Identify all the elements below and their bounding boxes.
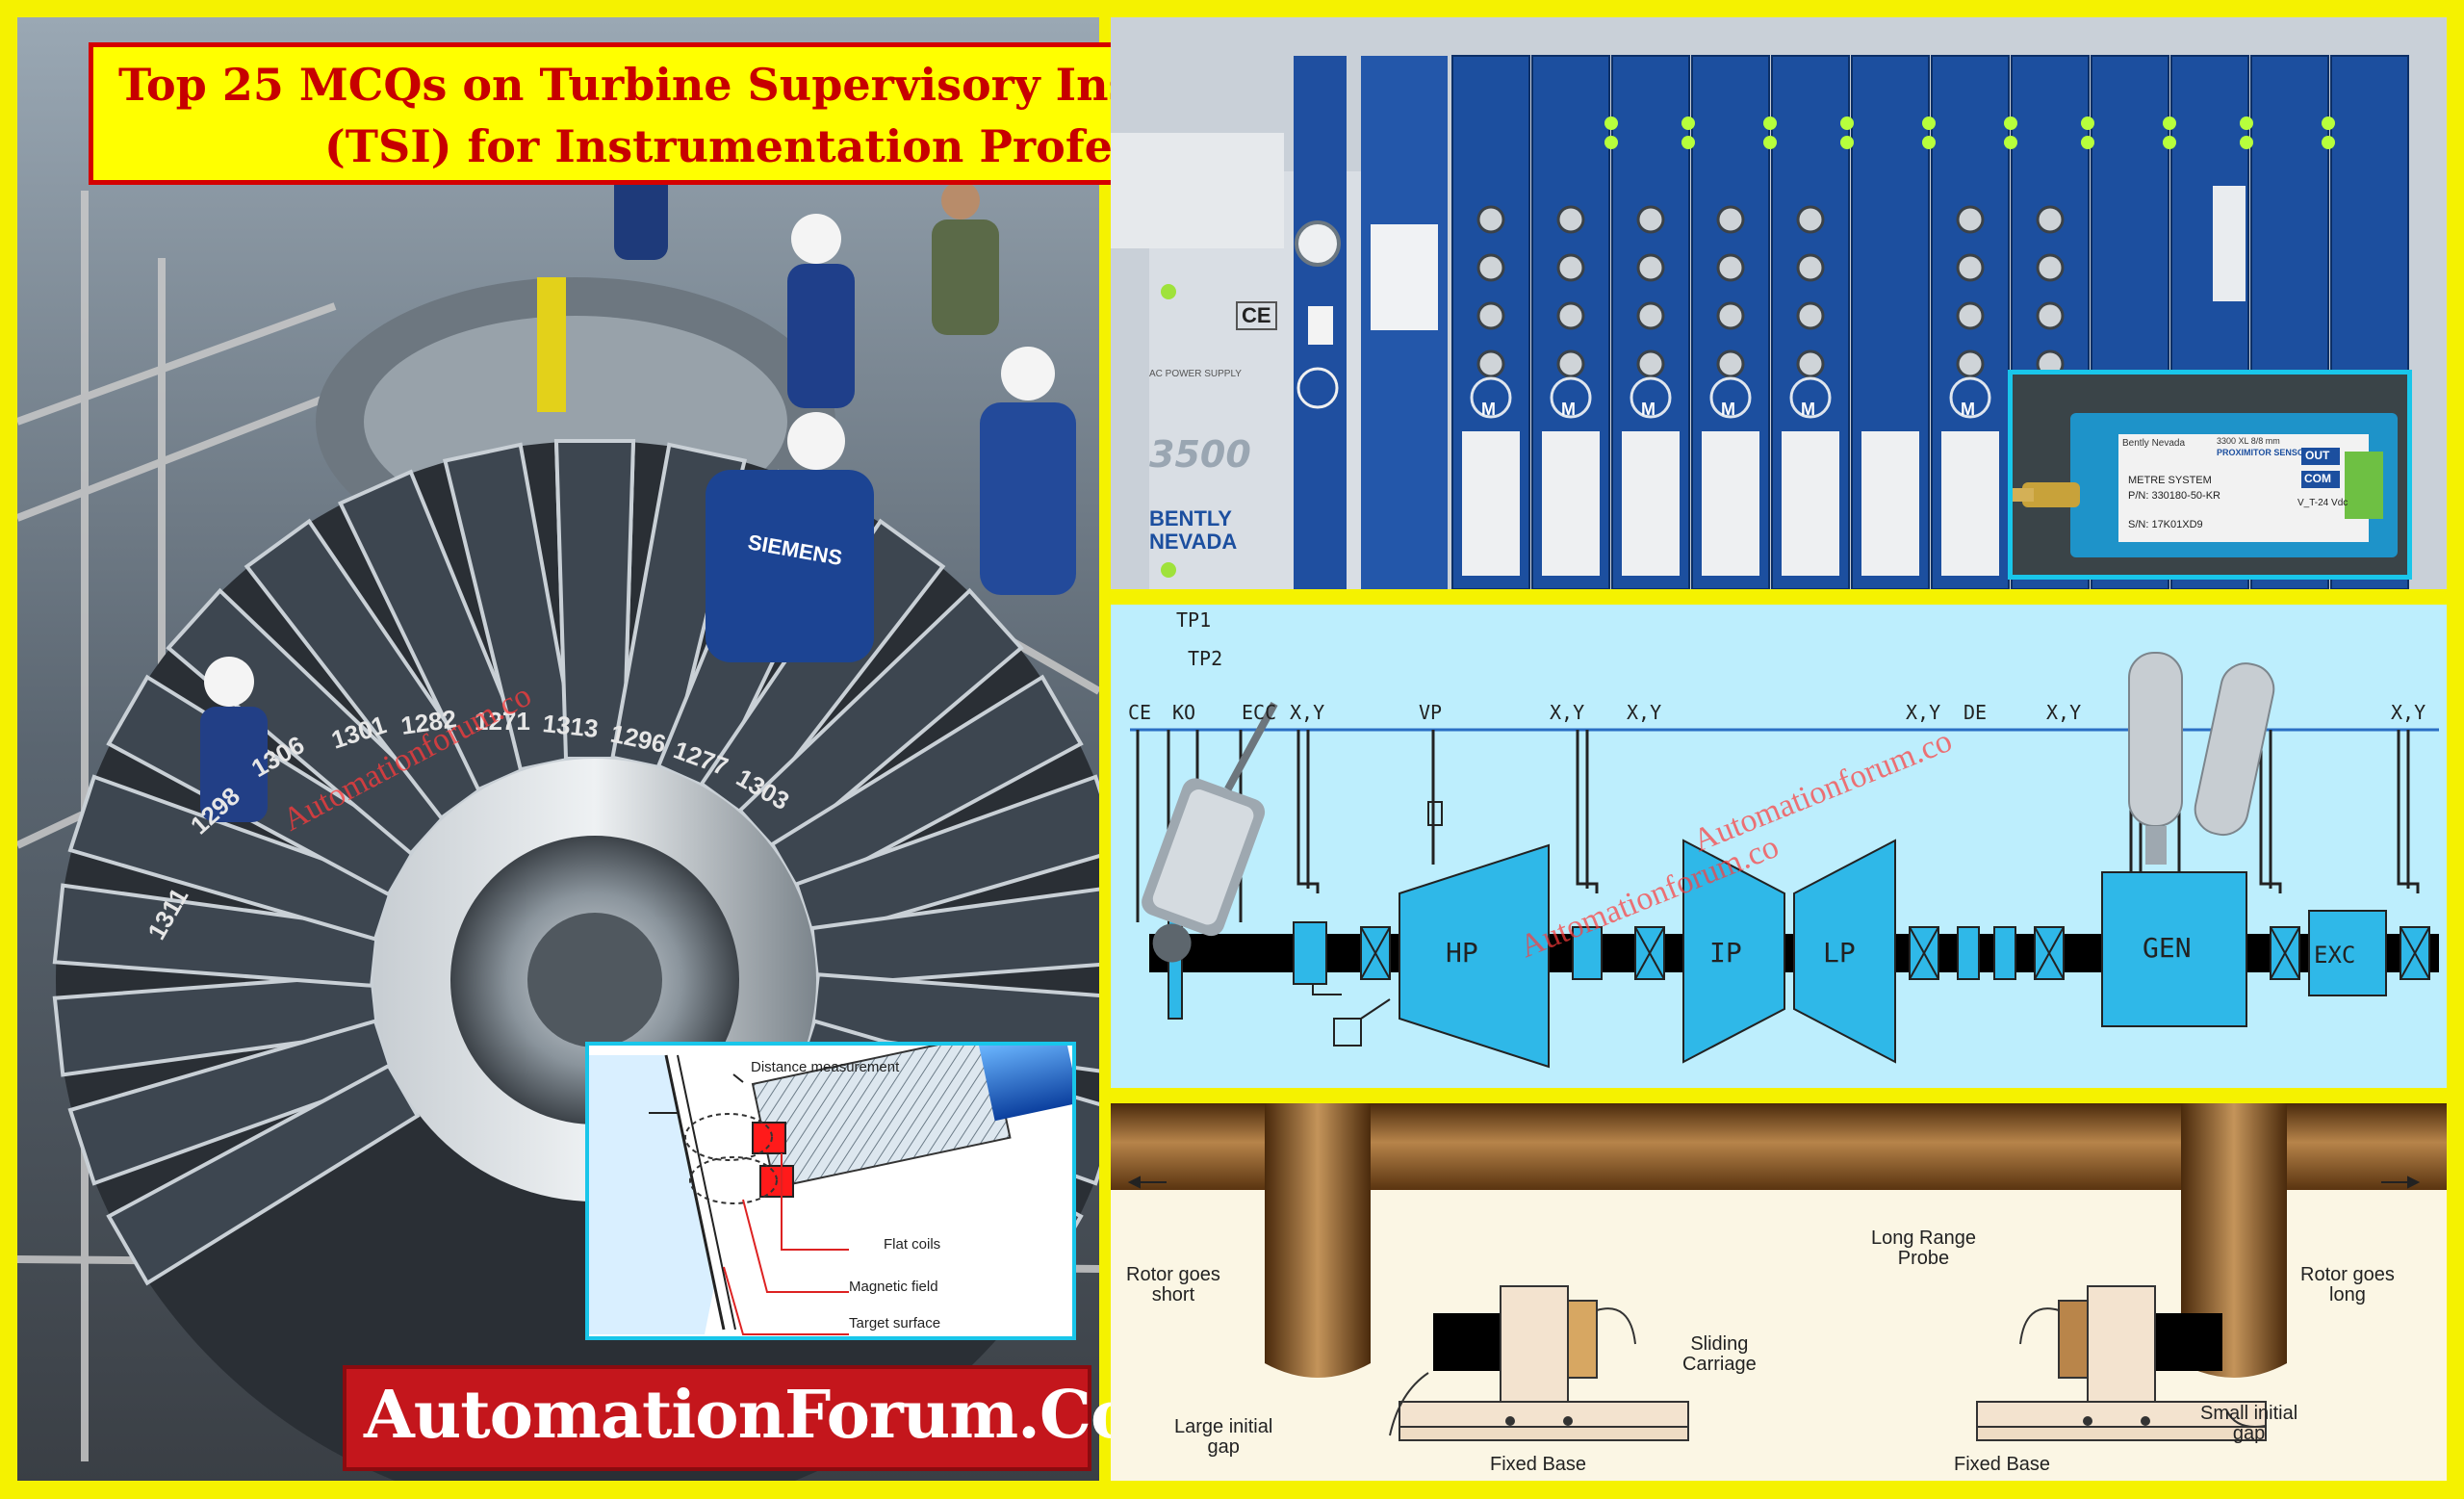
eddy-current-probe-inset: Distance measurement Flat coils Magnetic… bbox=[585, 1042, 1076, 1340]
top-label: X,Y bbox=[2391, 701, 2426, 724]
rotor-goes-long-label: Rotor goes long bbox=[2300, 1264, 2395, 1305]
fixed-base-right-label: Fixed Base bbox=[1954, 1454, 2051, 1475]
sensor-system: METRE SYSTEM bbox=[2128, 475, 2212, 486]
top-label: KO bbox=[1172, 701, 1196, 724]
ip-block-label: IP bbox=[1709, 937, 1742, 969]
rack-model: 3500 bbox=[1149, 433, 1251, 476]
top-label: X,Y bbox=[1550, 701, 1585, 724]
module-badge: M bbox=[1801, 400, 1815, 419]
fixed-base-left-label: Fixed Base bbox=[1490, 1454, 1587, 1475]
proximitor-sensor-inset: Bently Nevada 3300 XL 8/8 mm PROXIMITOR … bbox=[2008, 370, 2412, 580]
top-label: DE bbox=[1964, 701, 1988, 724]
top-label: X,Y bbox=[2046, 701, 2082, 724]
magnetic-field-label: Magnetic field bbox=[849, 1279, 938, 1295]
top-label: X,Y bbox=[1906, 701, 1941, 724]
rack-maker-line-2: NEVADA bbox=[1149, 530, 1238, 554]
gen-block-label: GEN bbox=[2143, 932, 2192, 964]
tp2-label: TP2 bbox=[1188, 647, 1223, 670]
sensor-com: COM bbox=[2304, 472, 2331, 485]
sensor-brand: Bently Nevada bbox=[2122, 438, 2186, 449]
top-label: X,Y bbox=[1627, 701, 1662, 724]
rack-maker-line-1: BENTLY bbox=[1149, 506, 1232, 530]
sensor-serial: S/N: 17K01XD9 bbox=[2128, 519, 2203, 530]
top-label: X,Y bbox=[1290, 701, 1325, 724]
module-badge: M bbox=[1721, 400, 1735, 419]
module-badge: M bbox=[1961, 400, 1975, 419]
module-badge: M bbox=[1481, 400, 1496, 419]
module-badge: M bbox=[1561, 400, 1576, 419]
exc-block-label: EXC bbox=[2314, 942, 2356, 969]
sensor-model: 3300 XL 8/8 mm bbox=[2217, 436, 2280, 446]
blade-number: 1313 bbox=[541, 709, 600, 743]
lp-block-label: LP bbox=[1823, 937, 1856, 969]
rotor-goes-short-label: Rotor goes short bbox=[1126, 1264, 1220, 1305]
sliding-carriage-label: Sliding Carriage bbox=[1682, 1333, 1757, 1375]
ce-mark: CE bbox=[1236, 301, 1277, 330]
distance-measurement-label: Distance measurement bbox=[751, 1059, 900, 1075]
small-initial-gap-label: Small initial gap bbox=[2200, 1403, 2298, 1444]
sensor-out: OUT bbox=[2305, 449, 2330, 462]
thrust-position-diagram: Rotor goes short Rotor goes long Long Ra… bbox=[1111, 1103, 2447, 1481]
sensor-type: PROXIMITOR SENSOR bbox=[2217, 448, 2311, 457]
blade-number: 1271 bbox=[475, 707, 530, 736]
turbine-photo: SIEMENS 1306 1301 1282 1271 1313 1296 12… bbox=[17, 17, 1099, 1481]
top-label: CE bbox=[1128, 701, 1152, 724]
module-badge: M bbox=[1641, 400, 1656, 419]
long-range-probe-label: Long Range Probe bbox=[1871, 1228, 1976, 1269]
ac-power-label: AC POWER SUPPLY bbox=[1149, 369, 1242, 379]
large-initial-gap-label: Large initial gap bbox=[1174, 1416, 1273, 1458]
tp1-label: TP1 bbox=[1176, 608, 1212, 632]
target-surface-label: Target surface bbox=[849, 1315, 941, 1331]
brand-bar: AutomationForum.Co bbox=[343, 1365, 1134, 1471]
top-label: VP bbox=[1419, 701, 1443, 724]
brand-name: AutomationForum.Co bbox=[364, 1377, 1134, 1454]
sensor-part-no: P/N: 330180-50-KR bbox=[2128, 490, 2220, 502]
flat-coils-label: Flat coils bbox=[884, 1236, 941, 1253]
sensor-vt: V_T-24 Vdc bbox=[2297, 498, 2348, 508]
hp-block-label: HP bbox=[1446, 937, 1478, 969]
tsi-layout-diagram: TP1 TP2 CE KO ECC X,Y VP X,Y X,Y X,Y DE … bbox=[1111, 605, 2447, 1088]
top-label: ECC bbox=[1242, 701, 1277, 724]
